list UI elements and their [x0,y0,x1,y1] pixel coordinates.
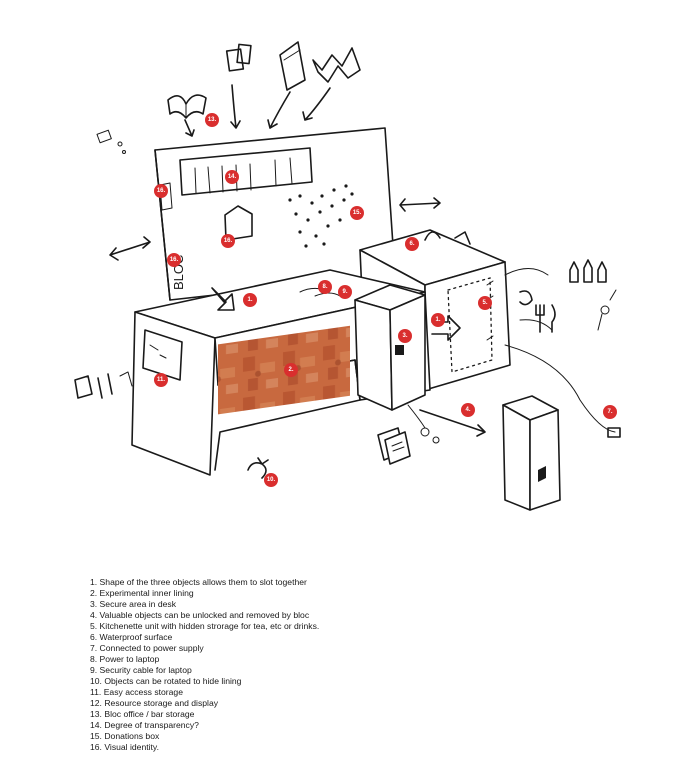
legend-item: 12. Resource storage and display [90,698,219,708]
legend-item: 5. Kitchenette unit with hidden strorage… [90,621,320,631]
legend-item: 8. Power to laptop [90,654,160,664]
svg-text:11.: 11. [157,377,165,383]
legend-item: 9. Security cable for laptop [90,665,192,675]
slot-arrow-left [211,287,235,311]
badge-3: 3. [398,329,412,343]
legend-item: 15. Donations box [90,731,160,741]
power-cable [504,344,616,433]
svg-text:16.: 16. [170,257,179,263]
badge-5: 5. [478,296,492,310]
tall-cabinet [502,395,561,511]
slot-arrow-right [431,315,461,341]
svg-text:8.: 8. [322,284,327,290]
svg-text:2.: 2. [288,367,293,373]
badge-12: 13. [205,113,219,127]
lock-icon [395,345,404,355]
legend-item: 16. Visual identity. [90,742,159,752]
rotate-arrow-icon [247,457,269,479]
badge-1-b: 1. [431,313,445,327]
legend-item: 6. Waterproof surface [90,632,173,642]
legend-item: 10. Objects can be rotated to hide linin… [90,676,242,686]
svg-text:1.: 1. [435,317,440,323]
legend-item: 3. Secure area in desk [90,599,176,609]
badge-15: 16. [154,184,168,198]
legend-item: 4. Valuable objects can be unlocked and … [90,610,310,620]
legend-item: 14. Degree of transparency? [90,720,199,730]
pointer-line [407,404,426,429]
flying-book-icon [167,94,207,119]
svg-text:5.: 5. [482,300,487,306]
furniture-sketch: BLOC [74,41,621,511]
cutlery-icon [535,304,556,333]
flying-leaflet-icon [312,47,361,83]
legend-item: 13. Bloc office / bar storage [90,709,195,719]
svg-text:9.: 9. [342,289,347,295]
legend-item: 1. Shape of the three objects allows the… [90,577,307,587]
side-arrows [109,197,441,261]
legend-list: 1. Shape of the three objects allows the… [90,577,319,753]
badge-1-a: 1. [243,293,257,307]
badge-4: 4. [461,403,475,417]
kitchen-utensil-icon [519,289,617,331]
svg-text:10.: 10. [267,477,276,483]
svg-text:1.: 1. [247,297,252,303]
svg-text:4.: 4. [465,407,470,413]
svg-text:13.: 13. [208,117,217,123]
flying-binder-icon [279,41,306,91]
flying-card-icon [225,43,252,72]
svg-text:7.: 7. [607,409,612,415]
bottles-icon [569,259,607,283]
badge-10: 10. [264,473,278,487]
badge-7: 7. [603,405,617,419]
badge-16-b: 16. [167,253,181,267]
experimental-lining [218,325,350,415]
badge-8: 8. [318,280,332,294]
badge-2: 2. [284,363,298,377]
badge-14: 15. [350,206,364,220]
legend-item: 7. Connected to power supply [90,643,204,653]
tools-icon [74,371,133,399]
legend-item: 11. Easy access storage [90,687,183,697]
badge-13: 14. [225,170,239,184]
svg-text:14.: 14. [228,174,237,180]
svg-text:3.: 3. [402,333,407,339]
keys-icon [420,427,440,444]
badge-6: 6. [405,237,419,251]
drop-arrows [184,84,331,137]
transparency-dots [288,184,354,248]
svg-text:15.: 15. [353,210,362,216]
legend-item: 2. Experimental inner lining [90,588,194,598]
badge-11: 11. [154,373,168,387]
flying-coins-icon [96,129,126,154]
svg-text:16.: 16. [157,188,166,194]
svg-text:6.: 6. [409,241,414,247]
svg-text:16.: 16. [224,238,233,244]
badge-16-a: 16. [221,234,235,248]
power-plug-icon [607,427,621,438]
security-box [354,284,426,411]
documents-icon [377,427,411,465]
cable-arrows [504,268,553,331]
unlock-arrow [419,409,486,437]
badge-9: 9. [338,285,352,299]
